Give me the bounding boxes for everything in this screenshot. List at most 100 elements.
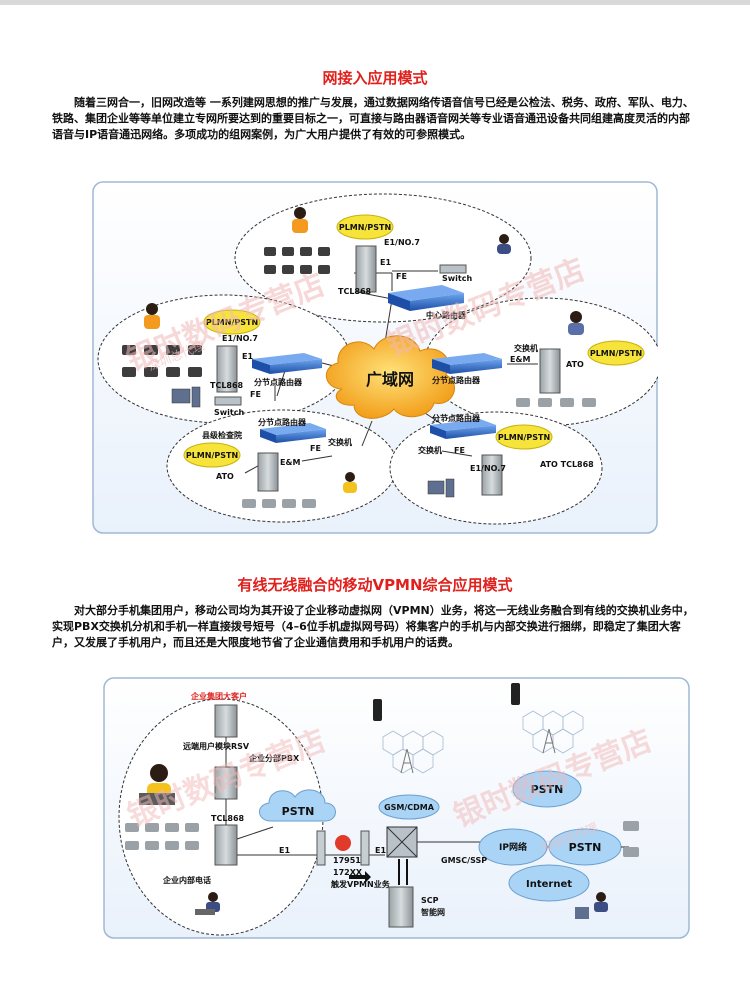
label-e1-no7-left: E1/NO.7 bbox=[222, 334, 258, 343]
trunk-device-icon bbox=[316, 830, 326, 866]
wan-label: 广域网 bbox=[366, 370, 414, 389]
label-e1-left: E1 bbox=[279, 846, 290, 855]
label-central-router: 中心路由器 bbox=[426, 310, 467, 320]
section-title-network-access: 网接入应用模式 bbox=[322, 69, 428, 87]
label-intelligent-net: 智能网 bbox=[421, 907, 445, 917]
svg-text:IP网络: IP网络 bbox=[499, 841, 527, 853]
pbx-cabinet-top bbox=[355, 245, 377, 293]
plmn-cloud-bottom-left: PLMN/PSTN bbox=[183, 442, 241, 468]
label-ato-bottom-left: ATO bbox=[216, 472, 234, 481]
computer-icon bbox=[171, 386, 455, 498]
label-e1-top: E1 bbox=[380, 258, 391, 267]
label-e1-no7-top: E1/NO.7 bbox=[384, 238, 420, 247]
label-tcl868: TCL868 bbox=[211, 814, 245, 823]
pstn-cloud-top-right: PSTN bbox=[512, 770, 582, 808]
tcl868-cabinet bbox=[214, 824, 238, 866]
label-e1-left: E1 bbox=[242, 352, 253, 361]
section-paragraph-network-access: 随着三网合一，旧网改造等 一系列建网思想的推广与发展，通过数据网络传语音信号已经… bbox=[52, 96, 694, 141]
top-border bbox=[0, 0, 750, 5]
svg-text:PLMN/PSTN: PLMN/PSTN bbox=[186, 451, 238, 460]
internal-phones-icon bbox=[125, 823, 199, 850]
switch-top-icon bbox=[439, 264, 467, 274]
internet-user-person-icon bbox=[575, 892, 608, 919]
label-exchange-bottom-right: 交换机 bbox=[418, 445, 442, 455]
scp-server-icon bbox=[388, 886, 414, 928]
plmn-cloud-top: PLMN/PSTN bbox=[336, 214, 394, 240]
rsv-cabinet bbox=[214, 704, 238, 738]
phone-set-left bbox=[122, 345, 202, 377]
ip-network-cloud: IP网络 bbox=[478, 828, 548, 866]
label-county-court: 县级检查院 bbox=[202, 430, 242, 440]
label-exchange-bottom-left: 交换机 bbox=[328, 437, 352, 447]
mobile-phone-2-icon bbox=[511, 683, 520, 705]
label-fe-bottom-right: FE bbox=[454, 446, 465, 455]
pbx-cabinet-bottom-right bbox=[481, 454, 503, 496]
pbx-cabinet-left bbox=[216, 345, 238, 393]
label-e1-no7-bottom-right: E1/NO.7 bbox=[470, 464, 506, 473]
internet-cloud: Internet bbox=[508, 864, 590, 902]
svg-text:PSTN: PSTN bbox=[569, 841, 602, 854]
pstn-cloud-left: PSTN bbox=[259, 789, 336, 822]
section-title-vpmn: 有线无线融合的移动VPMN综合应用模式 bbox=[237, 576, 513, 594]
label-fe-left: FE bbox=[250, 390, 261, 399]
label-tcl868-top: TCL868 bbox=[338, 287, 372, 296]
plmn-cloud-right: PLMN/PSTN bbox=[587, 340, 645, 366]
label-branch-router-bottom-right: 分节点路由器 bbox=[432, 413, 481, 423]
wan-cloud: 广域网 bbox=[326, 335, 456, 419]
label-gmsc-ssp: GMSC/SSP bbox=[441, 856, 487, 865]
label-internal-phone: 企业内部电话 bbox=[162, 875, 211, 885]
label-trigger-vpmn: 触发VPMN业务 bbox=[331, 879, 391, 889]
mobile-phone-icon bbox=[373, 699, 382, 721]
svg-text:PLMN/PSTN: PLMN/PSTN bbox=[498, 433, 550, 442]
label-em-bottom-left: E&M bbox=[280, 458, 300, 467]
phone-set-top bbox=[264, 247, 330, 274]
label-rsv: 远端用户模块RSV bbox=[183, 741, 250, 751]
vpmn-trigger-icon bbox=[335, 835, 351, 851]
cell-tower-icon bbox=[400, 728, 556, 774]
pbx-cabinet-right bbox=[539, 348, 561, 394]
label-17951: 17951 bbox=[333, 856, 361, 865]
label-e1-right: E1 bbox=[375, 846, 386, 855]
label-branch-router-left: 分节点路由器 bbox=[254, 377, 303, 387]
label-scp: SCP bbox=[421, 896, 439, 905]
central-router-icon bbox=[388, 285, 464, 311]
label-branch-router-right: 分节点路由器 bbox=[432, 375, 481, 385]
pstn-cloud-right: PSTN bbox=[548, 828, 622, 866]
operator-person-icon bbox=[144, 207, 584, 493]
svg-text:GSM/CDMA: GSM/CDMA bbox=[384, 803, 435, 812]
user-laptop-person-icon bbox=[195, 892, 220, 915]
trunk-device-2-icon bbox=[360, 830, 370, 866]
gsm-cloud: GSM/CDMA bbox=[378, 794, 440, 820]
label-branch-router-bottom-left: 分节点路由器 bbox=[258, 417, 307, 427]
vpmn-diagram: PSTN GSM/CDMA IP网络 PSTN bbox=[103, 677, 690, 939]
label-172xx: 172XX bbox=[333, 868, 363, 877]
section-paragraph-vpmn: 对大部分手机集团用户，移动公司均为其开设了企业移动虚拟网（VPMN）业务，将这一… bbox=[52, 604, 694, 649]
phone-set-right bbox=[516, 398, 596, 407]
receptionist-person-icon bbox=[139, 764, 175, 805]
svg-text:Internet: Internet bbox=[526, 879, 572, 890]
plmn-cloud-left: PLMN/PSTN bbox=[203, 309, 261, 335]
branch-router-right-icon bbox=[432, 353, 502, 374]
label-fe-bottom-left: FE bbox=[310, 444, 321, 453]
site-ellipse-top bbox=[234, 193, 532, 323]
label-switch-top: Switch bbox=[442, 274, 472, 283]
desk-phone-right-icon bbox=[623, 821, 639, 857]
pbx-cabinet-bottom-left bbox=[257, 452, 279, 492]
label-switch-left: Switch bbox=[214, 408, 244, 417]
label-group-customer: 企业集团大客户 bbox=[190, 691, 247, 701]
label-tcl868-left: TCL868 bbox=[210, 381, 244, 390]
branch-router-bottom-right-icon bbox=[430, 419, 496, 439]
label-exchange-right: 交换机 bbox=[514, 343, 538, 353]
label-fe-top: FE bbox=[396, 272, 407, 281]
label-em-right: E&M bbox=[510, 355, 530, 364]
network-access-diagram: 广域网 PLMN/PSTN PLMN/PSTN PLMN/PSTN PLMN/P… bbox=[92, 181, 658, 534]
label-branch-pbx: 企业分部PBX bbox=[248, 753, 300, 763]
label-ato-tcl868-bottom-right: ATO TCL868 bbox=[540, 460, 594, 469]
svg-text:PLMN/PSTN: PLMN/PSTN bbox=[590, 349, 642, 358]
label-ato-right: ATO bbox=[566, 360, 584, 369]
branch-router-left-icon bbox=[252, 353, 322, 374]
plmn-cloud-bottom-right: PLMN/PSTN bbox=[495, 424, 553, 450]
arrow-icon bbox=[349, 871, 371, 883]
svg-text:PSTN: PSTN bbox=[531, 783, 564, 796]
branch-router-bottom-left-icon bbox=[260, 423, 326, 443]
